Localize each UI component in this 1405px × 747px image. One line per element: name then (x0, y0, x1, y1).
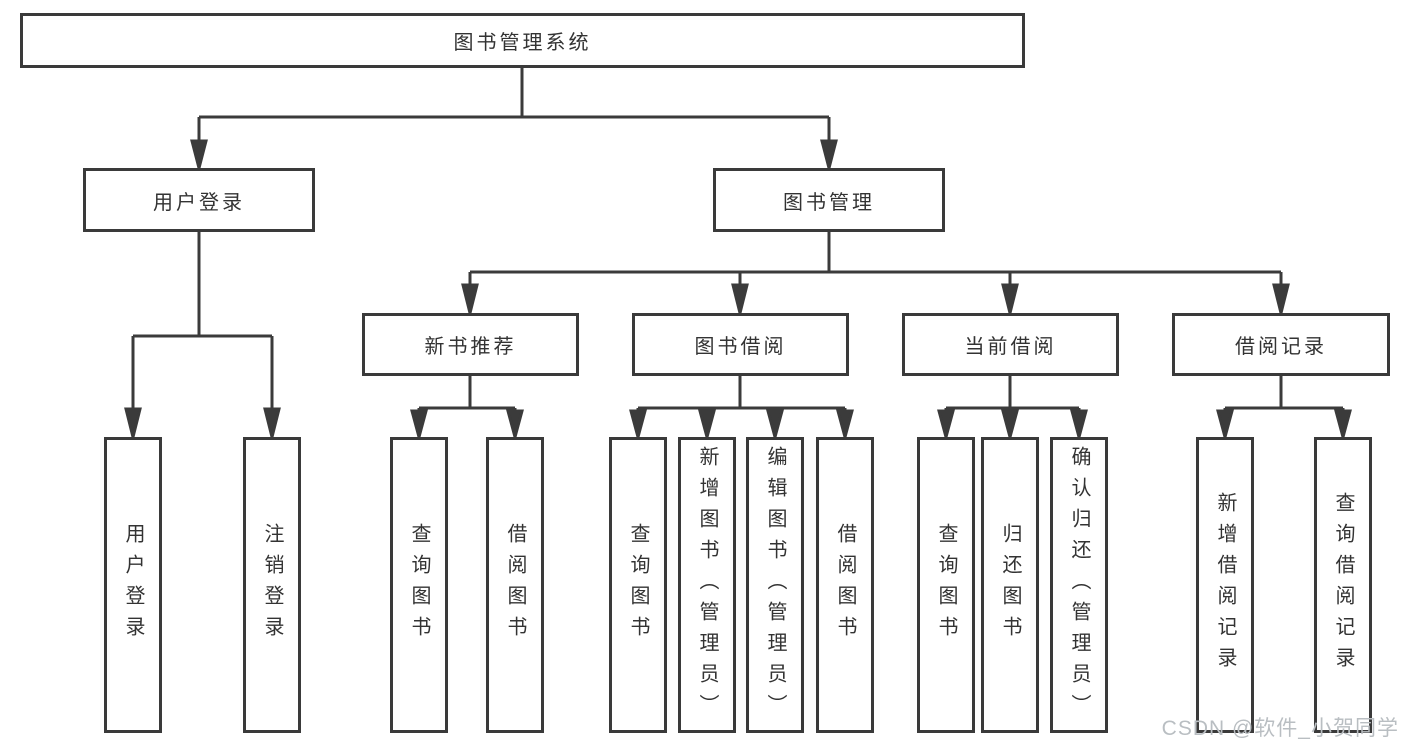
node-leaf-return-books: 归还图书 (981, 437, 1039, 733)
node-label: 归还图书 (999, 523, 1021, 647)
arrowhead (1070, 409, 1088, 443)
node-leaf-query-books-recommend: 查询图书 (390, 437, 448, 733)
arrowhead (629, 409, 647, 443)
node-leaf-borrow-books: 借阅图书 (816, 437, 874, 733)
arrowhead (820, 139, 838, 174)
arrowhead (1272, 283, 1290, 314)
connector-book-borrow-children (629, 376, 854, 443)
node-leaf-user-login: 用户登录 (104, 437, 162, 733)
connector-borrow-records-children (1216, 376, 1352, 443)
node-label: 新书推荐 (424, 336, 517, 358)
arrowhead (937, 409, 955, 443)
connector-new-book-children (410, 376, 524, 443)
node-label: 用户登录 (122, 523, 144, 647)
node-label: 当前借阅 (964, 336, 1057, 358)
arrowhead (506, 409, 524, 443)
node-leaf-add-borrow-record: 新增借阅记录 (1196, 437, 1254, 733)
node-label: 借阅图书 (504, 523, 526, 647)
node-label: 查询图书 (935, 523, 957, 647)
arrowhead (1001, 283, 1019, 314)
arrowhead (1001, 409, 1019, 443)
connector-book-mgmt-to-level3 (461, 232, 1290, 314)
node-user-login: 用户登录 (83, 168, 315, 232)
node-book-borrowing: 图书借阅 (632, 313, 849, 376)
node-label: 查询图书 (627, 523, 649, 647)
node-leaf-edit-books-admin: 编辑图书（管理员） (746, 437, 804, 733)
node-borrow-records: 借阅记录 (1172, 313, 1390, 376)
node-label: 新增图书（管理员） (696, 445, 718, 725)
arrowhead (766, 409, 784, 443)
connector-root-to-level2 (190, 68, 838, 174)
arrowhead (1216, 409, 1234, 443)
node-label: 图书管理系统 (453, 32, 592, 54)
node-label: 确认归还（管理员） (1068, 445, 1090, 725)
arrowhead (410, 409, 428, 443)
arrowhead (461, 283, 479, 314)
node-current-borrowing: 当前借阅 (902, 313, 1119, 376)
arrowhead (124, 407, 142, 438)
arrowhead (263, 407, 281, 438)
node-leaf-confirm-return-admin: 确认归还（管理员） (1050, 437, 1108, 733)
node-label: 用户登录 (153, 191, 245, 214)
arrowhead (190, 139, 208, 174)
node-label: 图书借阅 (694, 336, 787, 358)
node-leaf-add-books-admin: 新增图书（管理员） (678, 437, 736, 733)
node-label: 注销登录 (261, 523, 283, 647)
node-leaf-borrow-books-recommend: 借阅图书 (486, 437, 544, 733)
node-book-management: 图书管理 (713, 168, 945, 232)
connector-current-borrow-children (937, 376, 1088, 443)
arrowhead (698, 409, 716, 443)
node-leaf-logout: 注销登录 (243, 437, 301, 733)
node-label: 图书管理 (783, 191, 875, 214)
node-leaf-query-books-current: 查询图书 (917, 437, 975, 733)
node-label: 查询借阅记录 (1332, 492, 1354, 678)
node-label: 编辑图书（管理员） (764, 445, 786, 725)
node-leaf-query-borrow-record: 查询借阅记录 (1314, 437, 1372, 733)
node-label: 借阅图书 (834, 523, 856, 647)
csdn-watermark: CSDN @软件_小贺同学 (1161, 717, 1399, 740)
arrowhead (1334, 409, 1352, 443)
node-label: 新增借阅记录 (1214, 492, 1236, 678)
arrowhead (731, 283, 749, 314)
node-label: 查询图书 (408, 523, 430, 647)
node-library-system: 图书管理系统 (20, 13, 1025, 68)
node-new-book-recommend: 新书推荐 (362, 313, 579, 376)
connector-user-login-children (124, 232, 281, 438)
node-leaf-query-books-borrow: 查询图书 (609, 437, 667, 733)
arrowhead (836, 409, 854, 443)
node-label: 借阅记录 (1235, 336, 1327, 358)
